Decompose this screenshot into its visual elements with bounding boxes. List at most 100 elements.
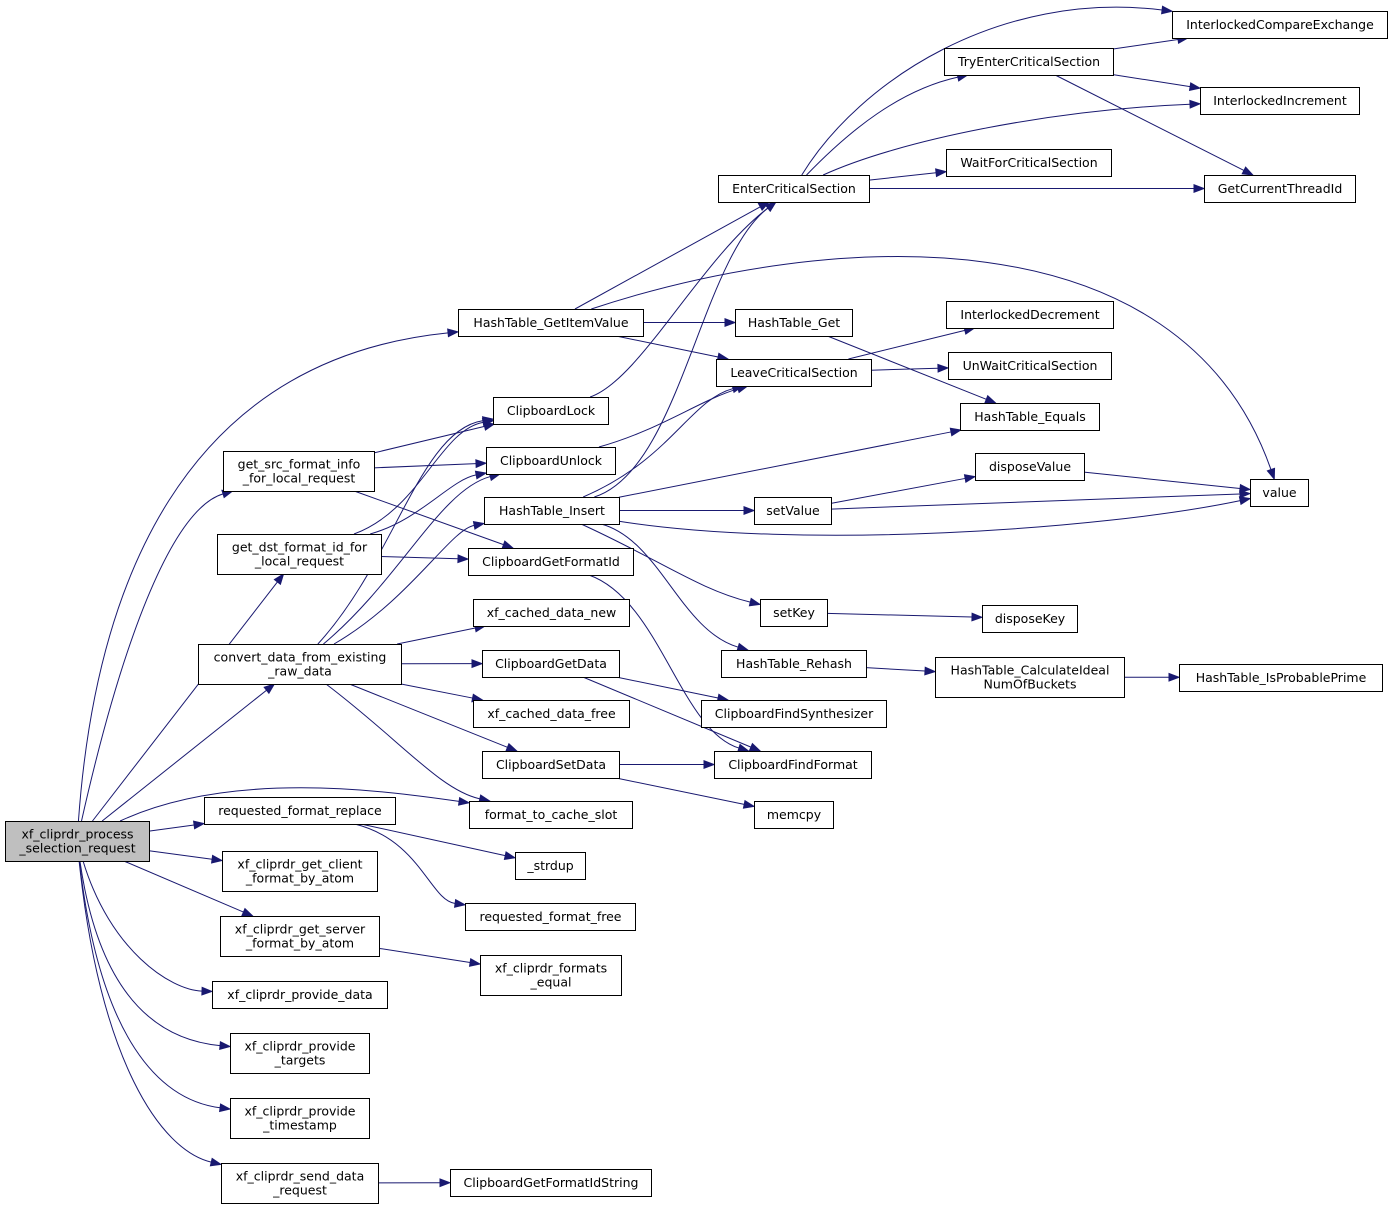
node-gdfi[interactable]: get_dst_format_id_for_local_request: [217, 534, 382, 575]
node-pd[interactable]: xf_cliprdr_provide_data: [212, 981, 388, 1009]
node-box: [212, 981, 388, 1009]
edge-line: [827, 335, 987, 400]
node-gsfa[interactable]: xf_cliprdr_get_server_format_by_atom: [220, 916, 380, 957]
node-sdr[interactable]: xf_cliprdr_send_data_request: [221, 1163, 379, 1204]
node-csd[interactable]: ClipboardSetData: [482, 751, 620, 779]
node-uwcs[interactable]: UnWaitCriticalSection: [948, 352, 1112, 380]
edge-hti-to-ecs: [594, 201, 777, 498]
edge-line: [400, 683, 473, 699]
node-label: HashTable_Get: [748, 315, 840, 330]
node-cfs[interactable]: ClipboardFindSynthesizer: [701, 700, 887, 728]
node-memcpy[interactable]: memcpy: [754, 801, 834, 829]
node-cff[interactable]: ClipboardFindFormat: [714, 751, 872, 779]
node-label: _request: [272, 1183, 327, 1198]
node-dk[interactable]: disposeKey: [982, 605, 1078, 633]
node-box: [935, 657, 1125, 698]
node-xcdn[interactable]: xf_cached_data_new: [473, 599, 630, 627]
node-pt[interactable]: xf_cliprdr_provide_targets: [230, 1033, 370, 1074]
node-box: [944, 48, 1114, 76]
node-box: [465, 903, 636, 931]
edge-line: [582, 676, 752, 748]
edge-line: [598, 388, 739, 448]
node-htg[interactable]: HashTable_Get: [735, 309, 853, 337]
node-box: [754, 801, 834, 829]
node-cdfe[interactable]: convert_data_from_existing_raw_data: [198, 644, 402, 685]
node-label: xf_cliprdr_formats: [495, 961, 607, 976]
edge-sv-to-dv: [830, 474, 977, 504]
edge-line: [373, 463, 477, 469]
edge-gdfi-to-cgfi: [380, 554, 470, 564]
arrowhead-icon: [1193, 183, 1206, 194]
edge-line: [323, 476, 491, 645]
node-ecs[interactable]: EnterCriticalSection: [718, 175, 870, 203]
node-gcti[interactable]: GetCurrentThreadId: [1204, 175, 1356, 203]
edge-line: [822, 103, 1191, 176]
edge-line: [616, 676, 719, 699]
edge-line: [582, 388, 734, 498]
node-cl[interactable]: ClipboardLock: [493, 397, 609, 425]
node-label: value: [1262, 485, 1296, 500]
node-sk[interactable]: setKey: [760, 599, 828, 627]
edge-line: [92, 581, 278, 822]
node-htgiv[interactable]: HashTable_GetItemValue: [458, 309, 644, 337]
node-label: InterlockedDecrement: [960, 307, 1099, 322]
edge-htgiv-to-ecs: [574, 201, 771, 310]
node-label: format_to_cache_slot: [485, 807, 618, 822]
node-box: [198, 644, 402, 685]
node-sv[interactable]: setValue: [754, 497, 832, 525]
edge-line: [354, 823, 456, 904]
node-iinc[interactable]: InterlockedIncrement: [1200, 87, 1360, 115]
edge-root-to-gsfa: [123, 860, 254, 917]
node-lcs[interactable]: LeaveCriticalSection: [716, 359, 872, 387]
node-htipp[interactable]: HashTable_IsProbablePrime: [1179, 664, 1383, 692]
node-label: LeaveCriticalSection: [730, 365, 857, 380]
node-hti[interactable]: HashTable_Insert: [484, 497, 620, 525]
edge-cu-to-lcs: [598, 384, 749, 448]
arrowhead-icon: [935, 168, 948, 178]
node-val[interactable]: value: [1250, 479, 1309, 507]
edge-rfr-to-rff: [354, 823, 467, 908]
edges-layer: [77, 5, 1276, 1188]
node-rfr[interactable]: requested_format_replace: [204, 797, 396, 825]
node-icx[interactable]: InterlockedCompareExchange: [1172, 11, 1388, 39]
node-tecs[interactable]: TryEnterCriticalSection: [944, 48, 1114, 76]
node-idec[interactable]: InterlockedDecrement: [946, 301, 1114, 329]
node-gsfi[interactable]: get_src_format_info_for_local_request: [223, 451, 375, 492]
edge-htgiv-to-lcs: [616, 335, 730, 362]
node-box: [480, 955, 622, 996]
node-rff[interactable]: requested_format_free: [465, 903, 636, 931]
node-label: HashTable_Rehash: [736, 656, 852, 671]
node-xcdf[interactable]: xf_cached_data_free: [473, 700, 630, 728]
node-xfe[interactable]: xf_cliprdr_formats_equal: [480, 955, 622, 996]
arrowhead-icon: [241, 907, 254, 917]
node-cgd[interactable]: ClipboardGetData: [482, 650, 620, 678]
node-label: xf_cliprdr_provide_data: [227, 987, 372, 1002]
edge-line: [101, 689, 267, 822]
edge-tecs-to-iinc: [1112, 74, 1202, 92]
arrowhead-icon: [1189, 99, 1202, 109]
edge-rfr-to-strdup: [360, 823, 517, 860]
edge-htcinb-to-htipp: [1123, 672, 1181, 682]
node-dv[interactable]: disposeValue: [975, 453, 1085, 481]
node-label: ClipboardFindFormat: [728, 757, 857, 772]
node-hte[interactable]: HashTable_Equals: [960, 403, 1100, 431]
edge-root-to-pts: [78, 860, 232, 1113]
node-root[interactable]: xf_cliprdr_process_selection_request: [5, 821, 150, 862]
node-box: [482, 650, 620, 678]
edge-line: [1112, 38, 1179, 50]
edge-root-to-sdr: [78, 860, 223, 1167]
node-htr[interactable]: HashTable_Rehash: [721, 650, 867, 678]
node-cu[interactable]: ClipboardUnlock: [486, 447, 616, 475]
node-cgfi[interactable]: ClipboardGetFormatId: [468, 548, 634, 576]
node-ftcs[interactable]: format_to_cache_slot: [469, 801, 633, 829]
node-wfcs[interactable]: WaitForCriticalSection: [946, 149, 1112, 177]
node-box: [714, 751, 872, 779]
node-box: [5, 821, 150, 862]
node-pts[interactable]: xf_cliprdr_provide_timestamp: [230, 1098, 370, 1139]
node-gcfa[interactable]: xf_cliprdr_get_client_format_by_atom: [222, 851, 378, 892]
node-label: ClipboardSetData: [496, 757, 606, 772]
node-label: requested_format_free: [480, 909, 622, 924]
node-cgfis[interactable]: ClipboardGetFormatIdString: [450, 1169, 652, 1197]
node-strdup[interactable]: _strdup: [515, 852, 586, 880]
